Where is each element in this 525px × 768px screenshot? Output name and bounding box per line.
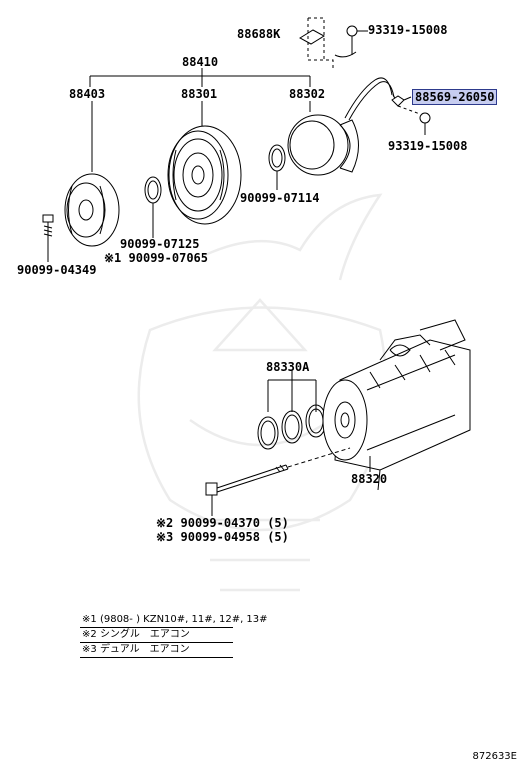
label-88302: 88302 [289,87,326,101]
stator-88302 [287,101,359,176]
footnote-2: ※2 シングル エアコン [82,629,190,641]
washer-93319-mid [419,112,431,135]
footnote-1: ※1 (9808- ) KZN10#, 11#, 12#, 13# [82,614,268,626]
compressor-88320 [322,319,471,491]
label-90099-04349: 90099-04349 [17,263,97,277]
footnote-3-mark: ※3 [82,644,97,655]
label-90099-04958: ※3 90099-04958 (5) [156,530,289,544]
orings-88330A [257,370,327,450]
label-90099-07114: 90099-07114 [240,191,320,205]
snap-ring-90099-07125 [144,176,162,238]
footnote-3: ※3 デュアル エアコン [82,644,190,656]
diagram-code: 872633E [472,751,518,762]
label-90099-07125: 90099-07125 [120,237,200,251]
watermark-logo [137,193,387,592]
label-88403: 88403 [69,87,106,101]
footnote-2-text: シングル エアコン [99,629,190,640]
part-number-90099-04958: 90099-04958 (5) [180,530,289,544]
footnote-1-mark: ※1 [82,614,97,625]
label-88301: 88301 [181,87,218,101]
footnote-divider-2 [80,642,233,643]
label-90099-07065: ※1 90099-07065 [104,251,208,265]
snap-ring-90099-07114 [268,144,286,190]
label-90099-04370: ※2 90099-04370 (5) [156,516,289,530]
pulley-88301 [167,101,242,225]
label-88688K: 88688K [237,27,281,41]
label-88320: 88320 [351,472,388,486]
mark-2: ※2 [156,516,174,530]
label-88330A: 88330A [266,360,310,374]
label-88410: 88410 [182,55,219,69]
hub-plate-88403 [64,101,120,247]
footnote-divider-3 [80,657,233,658]
footnote-3-text: デュアル エアコン [99,644,190,655]
footnote-2-mark: ※2 [82,629,97,640]
label-93319-15008-mid: 93319-15008 [388,139,468,153]
footnote-divider-1 [80,627,233,628]
label-88569-26050-highlighted: 88569-26050 [411,89,498,105]
part-number-90099-04370: 90099-04370 (5) [180,516,289,530]
bolt-90099-04349 [42,214,54,262]
connector-88569-26050 [391,95,421,115]
through-bolt-90099-04370 [205,447,351,516]
part-number-90099-07065: 90099-07065 [128,251,208,265]
footnote-1-text: (9808- ) KZN10#, 11#, 12#, 13# [99,614,268,625]
washer-93319-top [346,25,368,55]
label-93319-15008-top: 93319-15008 [368,23,448,37]
mark-1: ※1 [104,251,122,265]
mark-3: ※3 [156,530,174,544]
